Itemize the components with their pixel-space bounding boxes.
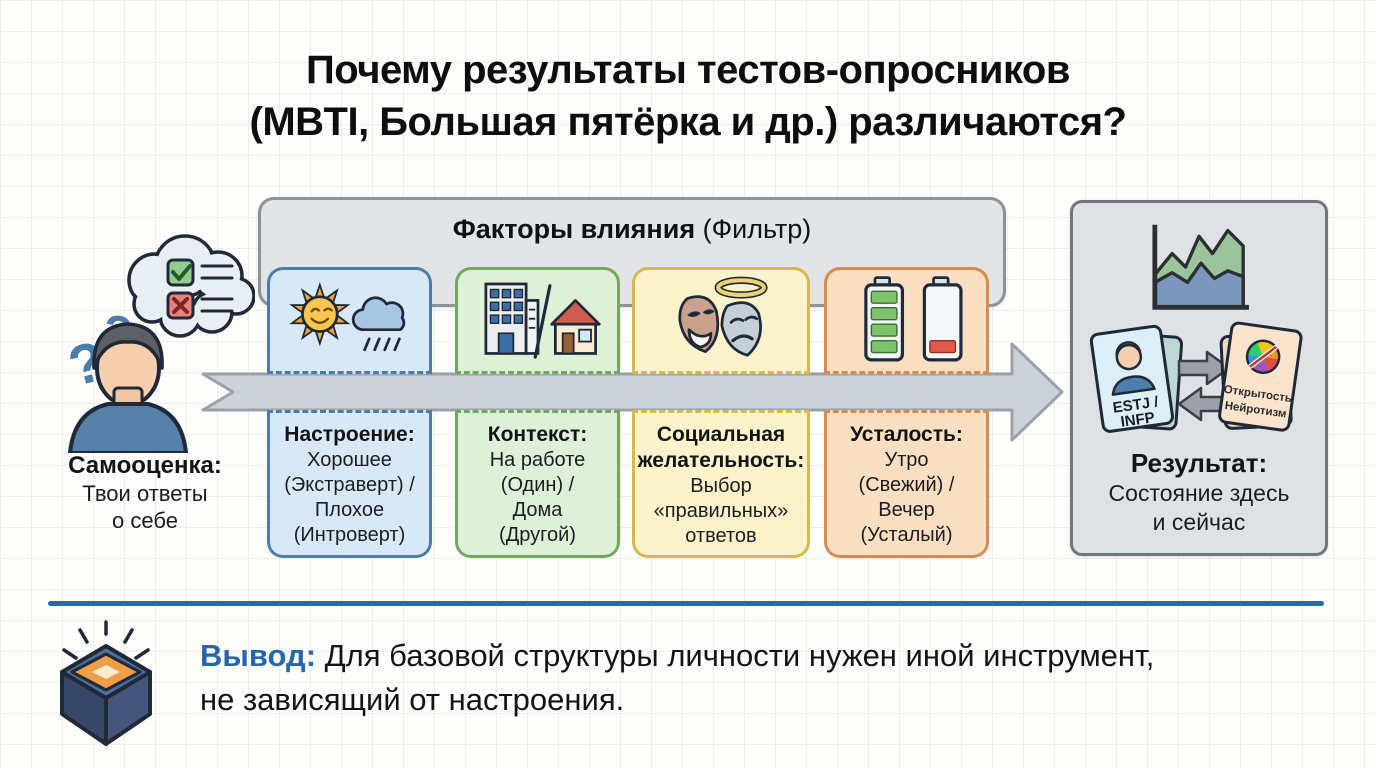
factor-line: Дома: [512, 499, 563, 521]
full-and-empty-battery-icon: [863, 275, 963, 361]
thinking-person-icon: ? ?: [62, 234, 256, 455]
factor-line: Хорошее: [307, 449, 392, 471]
conclusion-text: Вывод: Для базовой структуры личности ну…: [200, 634, 1340, 722]
factor-line: ответов: [685, 525, 757, 547]
factor-card-social-text: Социальная желательность: Выбор «правиль…: [632, 410, 810, 558]
color-wheel-compass-icon: [1245, 339, 1281, 375]
factor-line: Выбор: [690, 475, 752, 497]
sun-and-rain-cloud-icon: [288, 281, 405, 351]
page-title-line2: (MBTI, Большая пятёрка и др.) различаютс…: [249, 100, 1128, 144]
factor-card-mood-icon-panel: [267, 267, 432, 374]
factor-line: (Экстраверт) /: [284, 474, 415, 496]
factor-line: (Другой): [499, 524, 576, 546]
factor-line: (Усталый): [860, 524, 953, 546]
page-title-line1: Почему результаты тестов-опросников: [306, 48, 1070, 92]
result-caption: Результат: Состояние здесь и сейчас: [1073, 447, 1325, 537]
factor-line: (Интроверт): [293, 524, 406, 546]
factor-line: Плохое: [314, 499, 385, 521]
result-cards-exchange: ESTJ / INFP Открытость Нейротизм: [1089, 321, 1303, 433]
factors-heading-bold: Факторы влияния: [452, 214, 696, 244]
result-card: ESTJ / INFP Открытость Нейротизм: [1070, 200, 1328, 556]
factor-title: Контекст:: [487, 423, 588, 446]
self-assessment-title: Самооценка:: [68, 452, 222, 479]
thinking-person-figure: ? ?: [40, 228, 256, 458]
theater-masks-halo-icon: [678, 276, 768, 357]
conclusion-line2: не зависящий от настроения.: [200, 682, 625, 717]
factor-card-fatigue-text: Усталость: Утро (Свежий) / Вечер (Усталы…: [824, 410, 989, 558]
factor-line: Утро: [884, 449, 929, 471]
self-assessment-caption: Самооценка: Твои ответы о себе: [25, 452, 265, 534]
arrow-right-icon: [1177, 350, 1231, 386]
office-and-house-icon: [484, 282, 601, 359]
factors-heading: Факторы влияния (Фильтр): [261, 214, 1003, 245]
factor-line: (Свежий) /: [858, 474, 955, 496]
gem-box-icon: [60, 620, 152, 746]
fluctuating-chart-icon: [1152, 224, 1249, 310]
self-assessment-line: Твои ответы: [82, 481, 208, 506]
mbti-card-icon: ESTJ / INFP: [1089, 324, 1174, 433]
factor-line: (Один) /: [500, 474, 575, 496]
result-line: Состояние здесь: [1108, 480, 1290, 506]
factor-line: «правильных»: [653, 500, 789, 522]
factor-title: Социальная желательность:: [637, 423, 805, 472]
factor-title: Усталость:: [850, 423, 963, 446]
factor-title: Настроение:: [284, 423, 415, 446]
svg-text:INFP: INFP: [1120, 409, 1156, 431]
factors-heading-note: (Фильтр): [702, 214, 812, 244]
bigfive-card-icon: Открытость Нейротизм: [1218, 321, 1303, 432]
factor-card-social-icon-panel: [632, 267, 810, 374]
factor-card-mood-text: Настроение: Хорошее (Экстраверт) / Плохо…: [267, 410, 432, 558]
factor-card-context-icon-panel: [455, 267, 620, 374]
svg-text:ESTJ /: ESTJ /: [1112, 393, 1161, 416]
result-line: и сейчас: [1152, 509, 1246, 535]
factor-card-fatigue-icon-panel: [824, 267, 989, 374]
factor-card-context-text: Контекст: На работе (Один) / Дома (Друго…: [455, 410, 620, 558]
conclusion-line1: Вывод: Для базовой структуры личности ну…: [200, 638, 1155, 673]
self-assessment-line: о себе: [112, 508, 178, 533]
factor-line: На работе: [489, 449, 586, 471]
result-title: Результат:: [1130, 448, 1268, 478]
checked-checkbox-icon: [166, 258, 195, 287]
flow-arrow-shape: [201, 342, 1064, 442]
conclusion-label: Вывод:: [200, 638, 317, 673]
factor-line: Вечер: [878, 499, 935, 521]
page-title: Почему результаты тестов-опросников (MBT…: [0, 44, 1376, 148]
section-divider: [48, 601, 1324, 606]
